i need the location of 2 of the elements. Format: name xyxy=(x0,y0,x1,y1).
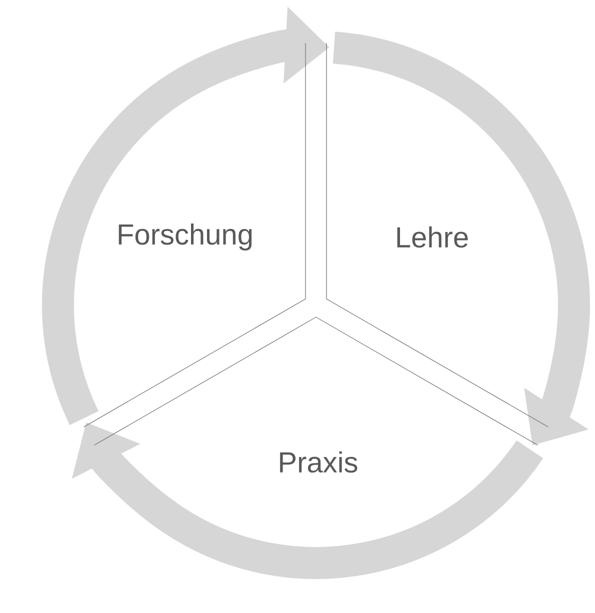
cycle-sector: Forschung xyxy=(84,42,306,428)
cycle-sector: Lehre xyxy=(326,42,548,428)
